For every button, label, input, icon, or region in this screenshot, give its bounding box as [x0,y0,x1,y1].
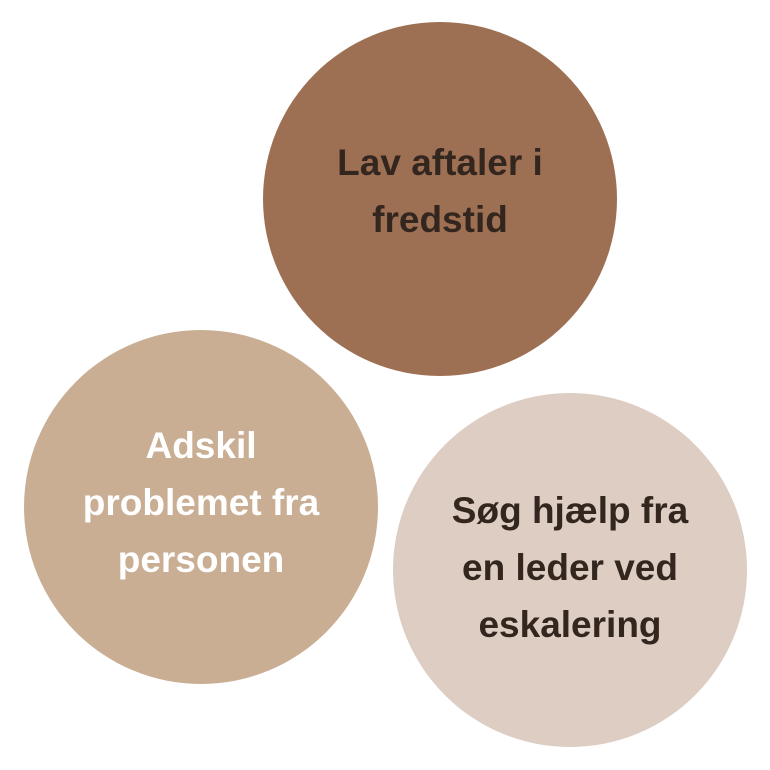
circle-seek-help: Søg hjælp fra en leder ved eskalering [393,393,747,747]
circle-agreements: Lav aftaler i fredstid [263,22,617,376]
circle-label-seek-help: Søg hjælp fra en leder ved eskalering [451,489,689,645]
circle-label-separate-problem: Adskil problemet fra personen [82,424,320,580]
circle-separate-problem: Adskil problemet fra personen [24,330,378,684]
circle-label-agreements: Lav aftaler i fredstid [337,142,543,240]
